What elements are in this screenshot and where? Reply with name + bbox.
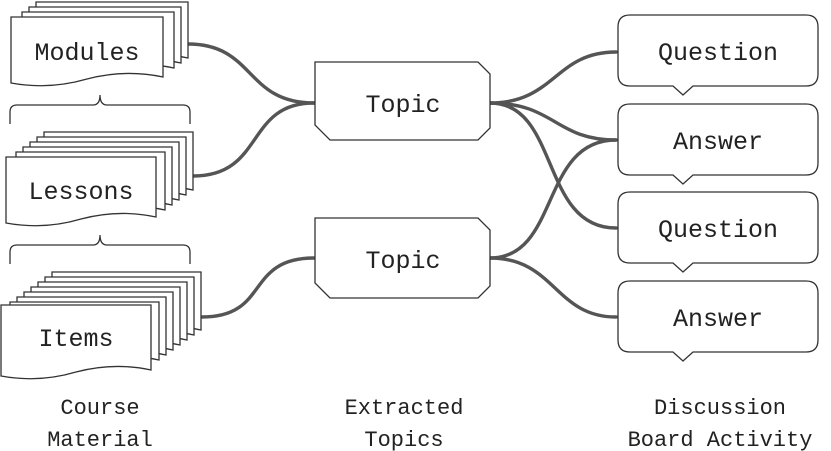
answer-1-bubble: [617, 103, 819, 185]
extracted-topics-caption-line1: Extracted: [345, 396, 464, 421]
lessons-label: Lessons: [28, 178, 133, 207]
modules-label: Modules: [34, 39, 139, 68]
edge-lessons-topic1: [191, 101, 316, 178]
modules-sheet-front: [10, 16, 164, 87]
connector-group: [186, 42, 618, 319]
post-question-2: Question: [617, 191, 819, 273]
extracted-topics-caption-line2: Topics: [364, 428, 443, 451]
topic-node-1: Topic: [314, 61, 491, 141]
edge-topic2-answer1: [488, 138, 618, 260]
question-1-label: Question: [658, 39, 778, 68]
edge-topic1-answer1: [488, 101, 618, 142]
discussion-caption-line2: Board Activity: [628, 428, 813, 451]
lessons-items-brace: [9, 234, 191, 264]
post-answer-2: Answer: [617, 280, 819, 362]
items-stack: Items: [0, 271, 202, 380]
answer-2-label: Answer: [673, 305, 763, 334]
question-2-label: Question: [658, 216, 778, 245]
modules-stack: Modules: [10, 1, 189, 87]
question-2-bubble: [617, 191, 819, 273]
post-question-1: Question: [617, 14, 819, 96]
edge-topic2-answer2: [488, 256, 618, 319]
lessons-stack: Lessons: [5, 131, 194, 227]
edge-topic1-question1: [488, 50, 618, 105]
course-material-caption-line1: Course: [60, 396, 139, 421]
lessons-sheet-front: [5, 156, 157, 227]
course-material-caption-line2: Material: [47, 428, 153, 451]
items-label: Items: [38, 325, 113, 354]
topic-1-shape: [314, 61, 491, 141]
answer-2-bubble: [617, 280, 819, 362]
modules-lessons-brace: [9, 94, 191, 124]
topic-node-2: Topic: [314, 217, 491, 299]
topic-2-label: Topic: [365, 247, 440, 276]
discussion-caption-line1: Discussion: [654, 396, 786, 421]
question-1-bubble: [617, 14, 819, 96]
edge-modules-topic1: [186, 42, 316, 105]
topic-2-shape: [314, 217, 491, 299]
answer-1-label: Answer: [673, 128, 763, 157]
edge-items-topic2: [200, 256, 316, 319]
items-sheet-front: [0, 304, 152, 380]
topic-1-label: Topic: [365, 91, 440, 120]
edge-topic1-question2: [488, 101, 618, 230]
post-answer-1: Answer: [617, 103, 819, 185]
